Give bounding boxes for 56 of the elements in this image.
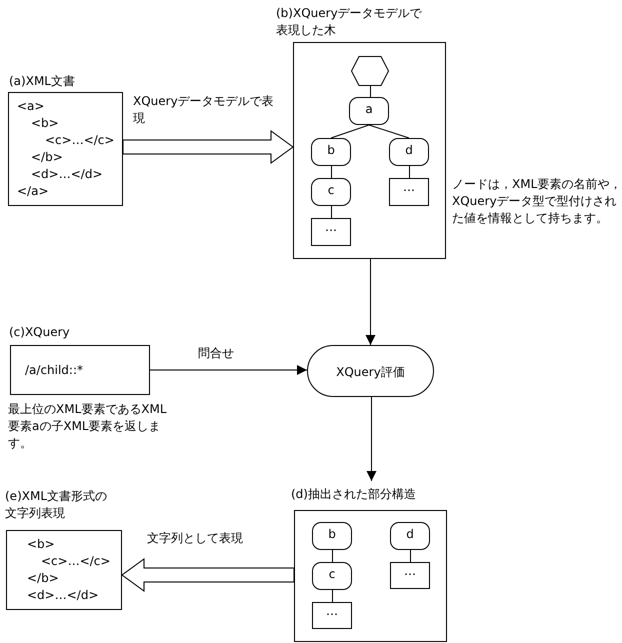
node-label: d: [405, 526, 415, 542]
arrow: [150, 365, 308, 375]
panel-heading: (d)抽出された部分構造: [291, 486, 417, 503]
panel-heading: (c)XQuery: [9, 324, 71, 341]
code-line: <b>: [27, 536, 55, 552]
tree-line: [332, 550, 333, 562]
node-label: …: [324, 219, 338, 235]
panel-heading: (b)XQueryデータモデルで表現した木: [276, 5, 423, 39]
node-label: b: [326, 142, 336, 158]
code-line: </a>: [17, 183, 49, 199]
tree-line: [410, 550, 411, 562]
node-label: …: [402, 179, 416, 195]
code-line: <b>: [31, 115, 59, 131]
tree-node: [349, 97, 389, 125]
tree-node: [389, 138, 429, 166]
node-label: XQuery評価: [335, 364, 406, 380]
code-line: <d>…</d>: [27, 587, 98, 603]
node-label: a: [364, 101, 374, 117]
tree-node: [311, 178, 351, 206]
node-label: …: [325, 603, 339, 619]
code-line: <c>…</c>: [41, 553, 110, 569]
tree-node: [312, 522, 352, 550]
code-line: /a/child::*: [25, 362, 84, 378]
note-text: ノードは，XML要素の名前や，XQueryデータ型で型付けされた値を情報として持ちます。: [452, 176, 622, 227]
value-box: [312, 602, 352, 629]
tree-node: [390, 522, 430, 550]
block-arrow: [121, 558, 294, 592]
node-label: d: [404, 142, 414, 158]
code-line: </b>: [31, 149, 63, 165]
panel-heading: (a)XML文書: [9, 73, 76, 90]
tree-line: [330, 124, 370, 138]
note-text: 最上位のXML要素であるXML要素aの子XML要素を返します。: [8, 401, 168, 452]
node-label: …: [403, 563, 417, 579]
tree-node: [311, 138, 351, 166]
code-line: <c>…</c>: [45, 132, 114, 148]
value-box: [389, 178, 429, 206]
node-label: c: [328, 566, 336, 582]
node-label: b: [327, 526, 337, 542]
process-node: [307, 345, 434, 397]
tree-node: [312, 562, 352, 590]
tree-line: [331, 206, 332, 218]
code-line: <a>: [17, 98, 44, 114]
arrow: [366, 396, 376, 482]
tree-line: [409, 166, 410, 178]
arrow: [366, 258, 376, 346]
value-box: [390, 562, 430, 589]
tree-line: [370, 86, 371, 98]
code-line: <d>…</d>: [31, 166, 102, 182]
tree-line: [331, 166, 332, 178]
tree-line: [332, 590, 333, 602]
node-label: c: [326, 182, 336, 198]
panel-heading: (e)XML文書形式の文字列表現: [5, 488, 108, 522]
value-box: [311, 218, 351, 246]
code-line: </b>: [27, 570, 59, 586]
block-arrow: [122, 130, 294, 164]
tree-line: [368, 124, 410, 138]
